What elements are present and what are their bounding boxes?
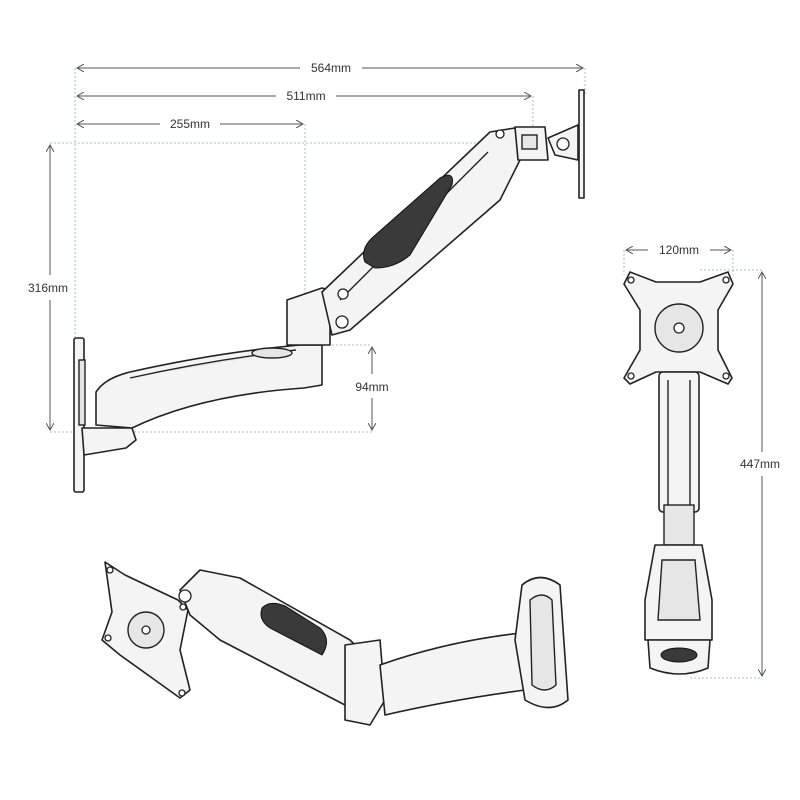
dim-label-94: 94mm xyxy=(355,380,388,394)
perspective-elbow xyxy=(344,639,386,726)
dim-120: 120mm xyxy=(626,243,731,257)
monitor-plate xyxy=(578,89,585,199)
dim-255: 255mm xyxy=(77,117,303,131)
front-view-arm xyxy=(623,271,734,675)
lower-arm xyxy=(95,344,323,429)
dim-label-316: 316mm xyxy=(28,281,68,295)
dim-label-564: 564mm xyxy=(311,61,351,75)
dim-94: 94mm xyxy=(355,347,389,430)
dim-label-511: 511mm xyxy=(286,89,325,103)
dim-316: 316mm xyxy=(28,145,68,430)
dim-label-255: 255mm xyxy=(170,117,210,131)
side-view-arm xyxy=(73,89,585,493)
dim-564: 564mm xyxy=(77,61,583,75)
perspective-view-arm xyxy=(101,561,569,726)
dim-label-120: 120mm xyxy=(659,243,699,257)
upper-arm-mesh xyxy=(363,174,453,269)
dim-511: 511mm xyxy=(77,89,531,103)
front-column xyxy=(658,371,700,513)
dim-label-447: 447mm xyxy=(740,457,780,471)
wall-bracket xyxy=(81,427,137,456)
dim-447: 447mm xyxy=(740,272,780,676)
